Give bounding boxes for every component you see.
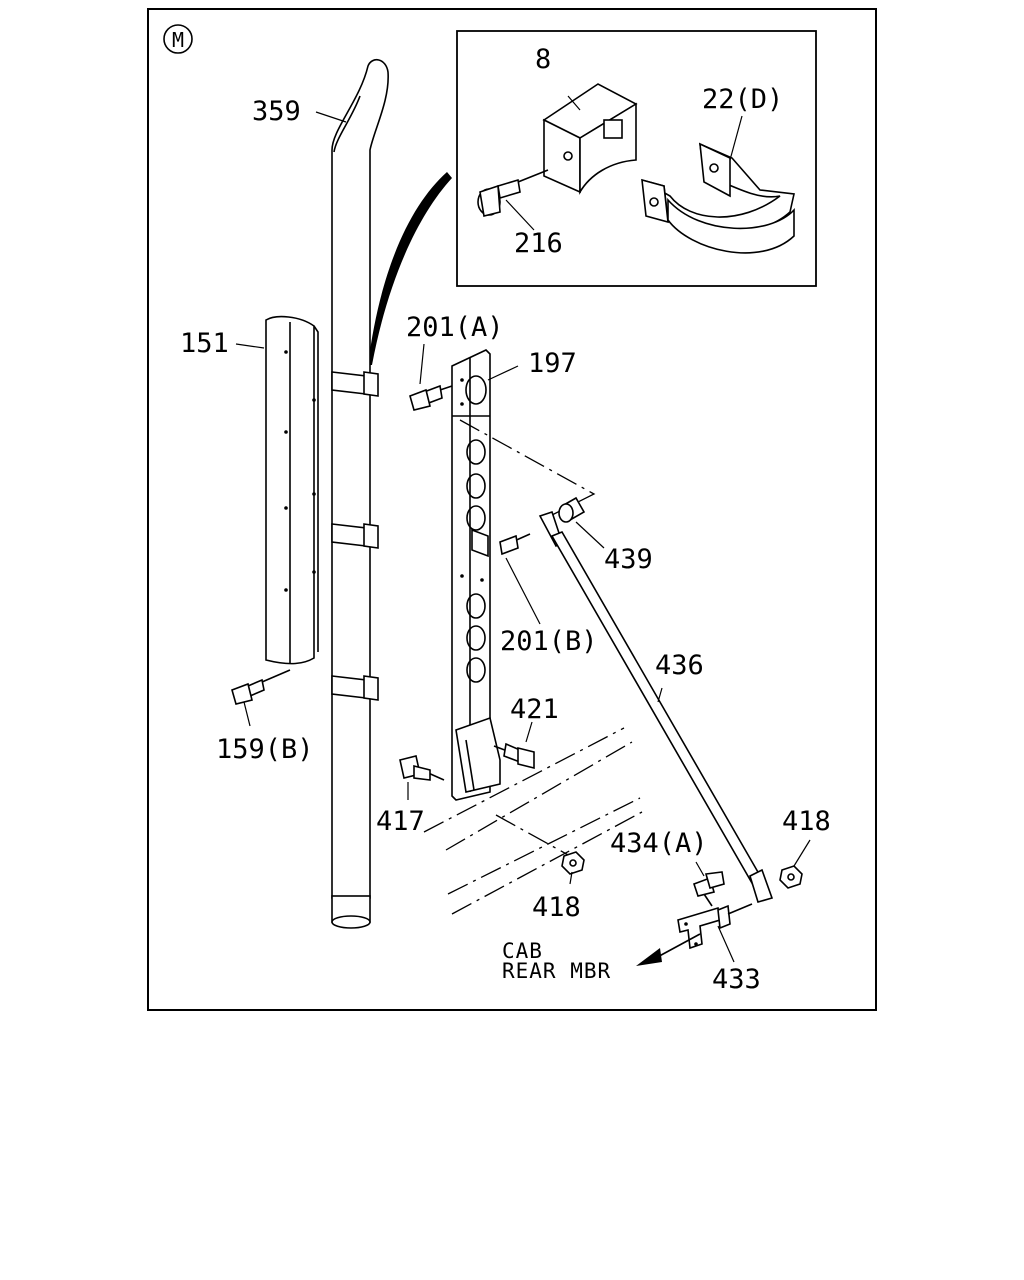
spacer-439: [558, 496, 586, 523]
label-151: 151: [180, 328, 229, 359]
centerline-2: [495, 814, 571, 857]
detail-inset: [456, 30, 817, 287]
nut-418-lower: [561, 851, 585, 875]
label-421: 421: [510, 694, 559, 725]
stay-rod-436: [538, 510, 774, 903]
label-418-right: 418: [782, 806, 831, 837]
bracket-post-197: [451, 349, 501, 801]
label-359: 359: [252, 96, 301, 127]
bracket-433: [677, 903, 753, 950]
diagram-frame: [147, 8, 877, 1011]
label-417: 417: [376, 806, 425, 837]
label-418-lower: 418: [532, 892, 581, 923]
label-159b: 159(B): [216, 734, 314, 765]
direction-note-line1: CAB: [502, 939, 543, 963]
nut-418-right: [779, 865, 803, 889]
section-mark: M: [163, 24, 193, 54]
bolt-201a: [409, 384, 453, 411]
label-22d: 22(D): [702, 84, 783, 115]
bolt-159b: [231, 669, 291, 705]
direction-arrow: [636, 933, 701, 966]
bolt-216: [477, 169, 549, 217]
leader-lines: [235, 95, 811, 963]
label-436: 436: [655, 650, 704, 681]
direction-note-line2: REAR MBR: [502, 959, 611, 983]
label-216: 216: [514, 228, 563, 259]
label-197: 197: [528, 348, 577, 379]
section-mark-letter: M: [172, 28, 184, 52]
heat-shield-151: [265, 315, 319, 665]
bracket-8: [542, 83, 638, 195]
clamp-22d: [641, 142, 795, 254]
exhaust-pipe-359: [331, 59, 389, 929]
label-433: 433: [712, 964, 761, 995]
frame-line-3: [447, 797, 641, 895]
label-201a: 201(A): [406, 312, 504, 343]
frame-line-1: [423, 727, 625, 833]
bolt-417: [399, 755, 445, 781]
bolt-421: [493, 742, 535, 770]
label-439: 439: [604, 544, 653, 575]
bolt-201b: [499, 533, 531, 556]
label-434a: 434(A): [610, 828, 708, 859]
bolt-434a: [692, 871, 725, 907]
label-201b: 201(B): [500, 626, 598, 657]
label-8: 8: [535, 44, 551, 75]
